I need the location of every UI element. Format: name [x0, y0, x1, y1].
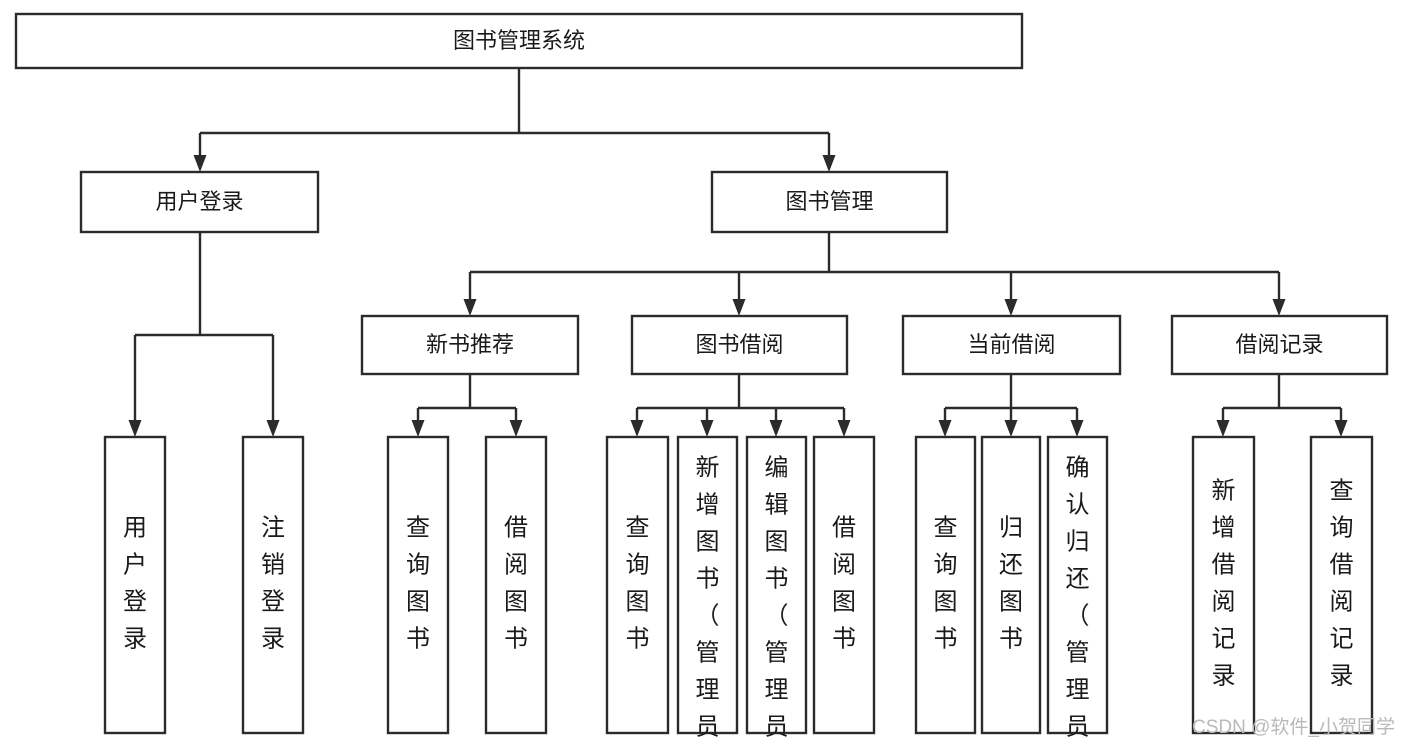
level3-node-借阅记录-3[interactable]: 借阅记录: [1170, 314, 1389, 376]
arrow-head-icon: [837, 420, 851, 437]
leaf-node-借阅图书-7[interactable]: 借阅图书: [812, 435, 876, 735]
leaf-node-注销登录-1[interactable]: 注销登录: [241, 435, 305, 735]
node-box[interactable]: [386, 435, 450, 735]
leaf-node-查询图书-4[interactable]: 查询图书: [605, 435, 670, 735]
node-box[interactable]: [1191, 435, 1256, 735]
arrow-head-icon: [463, 299, 477, 316]
node-box[interactable]: [1046, 435, 1109, 735]
leaf-node-编辑图书管理员-6[interactable]: 编辑图书（管理员）: [745, 435, 808, 747]
node-box[interactable]: [630, 314, 849, 376]
node-box[interactable]: [14, 12, 1024, 70]
node-box[interactable]: [103, 435, 167, 735]
arrow-head-icon: [1334, 420, 1348, 437]
node-label: 新增图书（管理员）: [696, 455, 720, 747]
leaf-node-用户登录-0[interactable]: 用户登录: [103, 435, 167, 735]
node-label: 借阅图书: [504, 515, 528, 653]
watermark-label: CSDN @软件_小贺同学: [1192, 716, 1395, 738]
node-box[interactable]: [241, 435, 305, 735]
node-box[interactable]: [79, 170, 320, 234]
leaf-node-新增图书管理员-5[interactable]: 新增图书（管理员）: [676, 435, 739, 747]
leaf-node-查询借阅记录-12[interactable]: 查询借阅记录: [1309, 435, 1374, 735]
nodes-layer: 图书管理系统用户登录图书管理新书推荐图书借阅当前借阅借阅记录用户登录注销登录查询…: [14, 12, 1389, 747]
connector-user-login-to-leaves: [128, 232, 280, 437]
node-box[interactable]: [914, 435, 977, 735]
level2-node-图书管理-1[interactable]: 图书管理: [710, 170, 949, 234]
node-label: 查询图书: [626, 515, 650, 653]
node-label: 编辑图书（管理员）: [765, 455, 789, 747]
leaf-node-查询图书-2[interactable]: 查询图书: [386, 435, 450, 735]
arrow-head-icon: [822, 155, 836, 172]
connector-current-borrow-to-leaves: [938, 374, 1084, 437]
node-box[interactable]: [1170, 314, 1389, 376]
node-label: 归还图书: [999, 515, 1023, 653]
node-box[interactable]: [605, 435, 670, 735]
node-label: 图书管理: [785, 189, 873, 214]
leaf-node-借阅图书-3[interactable]: 借阅图书: [484, 435, 548, 735]
arrow-head-icon: [411, 420, 425, 437]
arrow-head-icon: [1216, 420, 1230, 437]
node-label: 确认归还（管理员）: [1066, 455, 1090, 747]
arrow-head-icon: [700, 420, 714, 437]
arrow-head-icon: [266, 420, 280, 437]
node-box[interactable]: [812, 435, 876, 735]
node-label: 图书管理系统: [453, 28, 585, 53]
arrow-head-icon: [193, 155, 207, 172]
leaf-node-新增借阅记录-11[interactable]: 新增借阅记录: [1191, 435, 1256, 735]
arrow-head-icon: [938, 420, 952, 437]
root-node-图书管理系统-0[interactable]: 图书管理系统: [14, 12, 1024, 70]
node-label: 当前借阅: [967, 332, 1055, 357]
connectors-layer: [128, 68, 1348, 437]
arrow-head-icon: [1272, 299, 1286, 316]
node-box[interactable]: [360, 314, 580, 376]
node-box[interactable]: [745, 435, 808, 735]
leaf-node-查询图书-8[interactable]: 查询图书: [914, 435, 977, 735]
level3-node-图书借阅-1[interactable]: 图书借阅: [630, 314, 849, 376]
node-label: 图书借阅: [695, 332, 783, 357]
connector-records-to-leaves: [1216, 374, 1348, 437]
node-label: 借阅图书: [832, 515, 856, 653]
leaf-node-确认归还管理员-10[interactable]: 确认归还（管理员）: [1046, 435, 1109, 747]
node-label: 借阅记录: [1235, 332, 1323, 357]
node-label: 新书推荐: [426, 332, 514, 357]
node-box[interactable]: [901, 314, 1122, 376]
arrow-head-icon: [1004, 299, 1018, 316]
node-label: 查询借阅记录: [1330, 478, 1354, 690]
arrow-head-icon: [1004, 420, 1018, 437]
connector-book-mgmt-to-level3: [463, 232, 1286, 316]
node-label: 查询图书: [934, 515, 958, 653]
node-box[interactable]: [1309, 435, 1374, 735]
node-box[interactable]: [484, 435, 548, 735]
node-label: 查询图书: [406, 515, 430, 653]
node-label: 用户登录: [123, 515, 147, 653]
leaf-node-归还图书-9[interactable]: 归还图书: [980, 435, 1042, 735]
level2-node-用户登录-0[interactable]: 用户登录: [79, 170, 320, 234]
level3-node-新书推荐-0[interactable]: 新书推荐: [360, 314, 580, 376]
arrow-head-icon: [509, 420, 523, 437]
level3-node-当前借阅-2[interactable]: 当前借阅: [901, 314, 1122, 376]
node-label: 新增借阅记录: [1212, 478, 1236, 690]
node-box[interactable]: [710, 170, 949, 234]
arrow-head-icon: [732, 299, 746, 316]
node-label: 注销登录: [261, 515, 285, 653]
connector-new-book-to-leaves: [411, 374, 523, 437]
node-box[interactable]: [980, 435, 1042, 735]
arrow-head-icon: [769, 420, 783, 437]
connector-borrow-to-leaves: [630, 374, 851, 437]
connector-root-to-level2: [193, 68, 836, 172]
node-box[interactable]: [676, 435, 739, 735]
node-label: 用户登录: [155, 189, 243, 214]
arrow-head-icon: [128, 420, 142, 437]
arrow-head-icon: [630, 420, 644, 437]
arrow-head-icon: [1070, 420, 1084, 437]
